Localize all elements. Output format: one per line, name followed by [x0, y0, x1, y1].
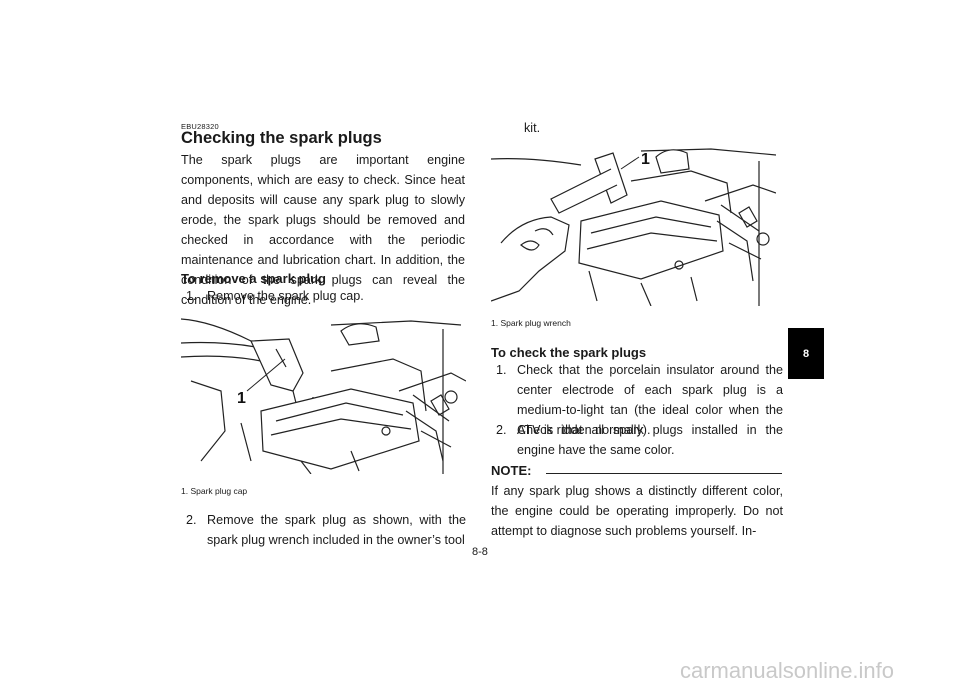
section-title: Checking the spark plugs — [181, 129, 382, 147]
figure-caption: 1. Spark plug wrench — [491, 318, 571, 328]
remove-step-1: 1. Remove the spark plug cap. — [186, 286, 466, 306]
step-2-continuation: kit. — [524, 121, 541, 135]
section-tab: 8 — [788, 328, 824, 379]
remove-heading: To remove a spark plug — [181, 271, 326, 286]
step-text: Check that all spark plugs installed in … — [517, 423, 783, 457]
note-label: NOTE: — [491, 463, 532, 478]
step-number: 1. — [186, 289, 197, 303]
step-text: Remove the spark plug cap. — [207, 289, 364, 303]
callout-number: 1 — [237, 390, 246, 407]
note-text: If any spark plug shows a distinctly dif… — [491, 484, 783, 538]
step-number: 2. — [496, 423, 507, 437]
check-step-2: 2. Check that all spark plugs installed … — [496, 420, 784, 460]
figure-spark-plug-cap: 1 — [181, 311, 466, 474]
step-number: 1. — [496, 363, 507, 377]
engine-illustration-cap: 1 — [181, 318, 466, 474]
check-heading: To check the spark plugs — [491, 345, 647, 360]
callout-number: 1 — [641, 151, 650, 168]
watermark: carmanualsonline.info — [680, 658, 895, 683]
intro-paragraph: The spark plugs are important engine com… — [181, 153, 465, 307]
page-number: 8-8 — [472, 546, 488, 558]
remove-step-2: 2. Remove the spark plug as shown, with … — [186, 510, 466, 550]
note-divider — [546, 473, 782, 474]
step-text: Check that the porcelain insulator aroun… — [517, 363, 783, 437]
check-step-1: 1. Check that the porcelain insulator ar… — [496, 360, 784, 437]
step-text: Remove the spark plug as shown, with the… — [207, 513, 466, 547]
step-number: 2. — [186, 513, 197, 527]
figure-caption: 1. Spark plug cap — [181, 486, 248, 496]
document-code: EBU28320 — [181, 122, 219, 131]
figure-spark-plug-wrench: 1 — [491, 141, 776, 306]
engine-illustration-wrench: 1 — [491, 148, 776, 306]
